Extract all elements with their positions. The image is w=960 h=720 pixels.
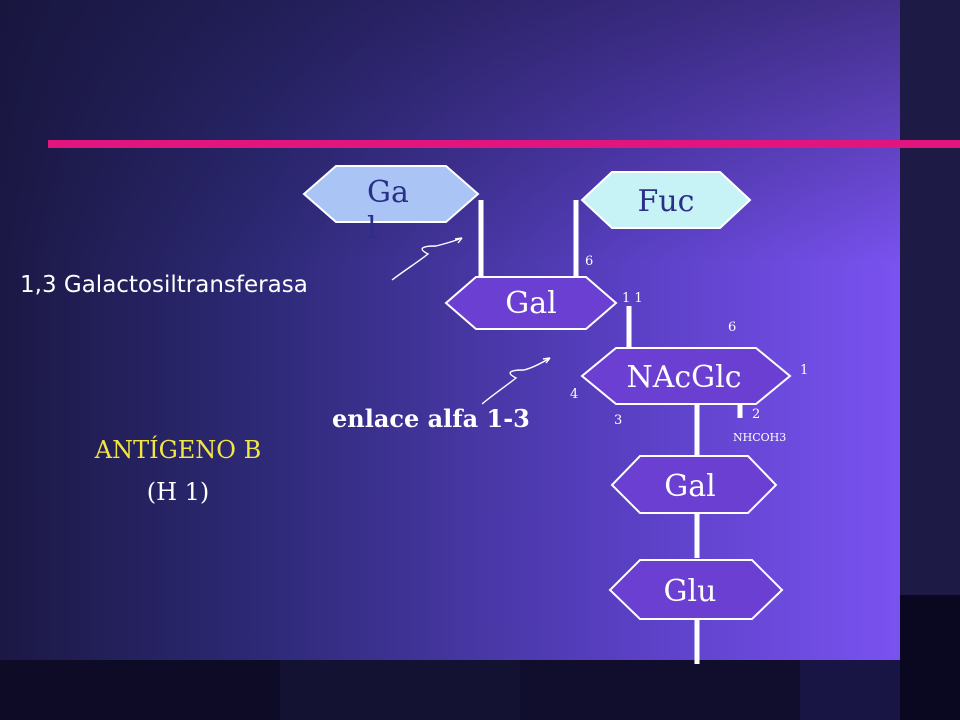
fuc-label: Fuc xyxy=(638,184,695,219)
gal-top-label-line1: Ga xyxy=(367,175,409,210)
pos-nhcoh3: NHCOH3 xyxy=(733,431,786,444)
background-gradient xyxy=(0,0,900,660)
pos-nac-4: 4 xyxy=(570,387,578,402)
bottom-edge-block-2 xyxy=(280,660,520,720)
antigen-subtitle: (H 1) xyxy=(146,478,210,506)
pos-nac-6: 6 xyxy=(728,320,736,335)
gal-mid-hexagon xyxy=(444,276,618,330)
squiggle-arrow-icon xyxy=(481,357,551,405)
bottom-edge-block-3 xyxy=(520,660,800,720)
bottom-edge-block-4 xyxy=(800,660,900,720)
antigen-title: ANTÍGENO B xyxy=(94,436,262,464)
right-edge-block xyxy=(900,0,960,595)
glu-hexagon xyxy=(608,559,784,620)
fuc-hexagon xyxy=(580,171,752,229)
gal-low-hexagon xyxy=(610,455,778,514)
nacglc-label: NAcGlc xyxy=(626,360,741,395)
gal-mid-label: Gal xyxy=(505,286,556,321)
gal-top-label-line2: l xyxy=(367,211,377,246)
enzyme-label: 1,3 Galactosiltransferasa xyxy=(20,272,308,298)
gal-top-hexagon xyxy=(302,165,480,223)
bottom-edge-block-1 xyxy=(0,660,280,720)
bond-label: enlace alfa 1-3 xyxy=(332,404,530,433)
nacglc-hexagon xyxy=(580,347,792,405)
pos-fuc-6: 6 xyxy=(585,254,593,269)
squiggle-arrow-icon xyxy=(391,237,463,281)
pos-nac-3: 3 xyxy=(614,413,622,428)
glu-label: Glu xyxy=(664,574,717,609)
pos-gal-11: 1 1 xyxy=(622,291,643,306)
accent-bar xyxy=(48,140,960,148)
gal-low-label: Gal xyxy=(664,469,715,504)
pos-nac-1: 1 xyxy=(800,363,808,378)
pos-nac-2: 2 xyxy=(752,407,760,422)
right-edge-block-lower xyxy=(900,595,960,720)
